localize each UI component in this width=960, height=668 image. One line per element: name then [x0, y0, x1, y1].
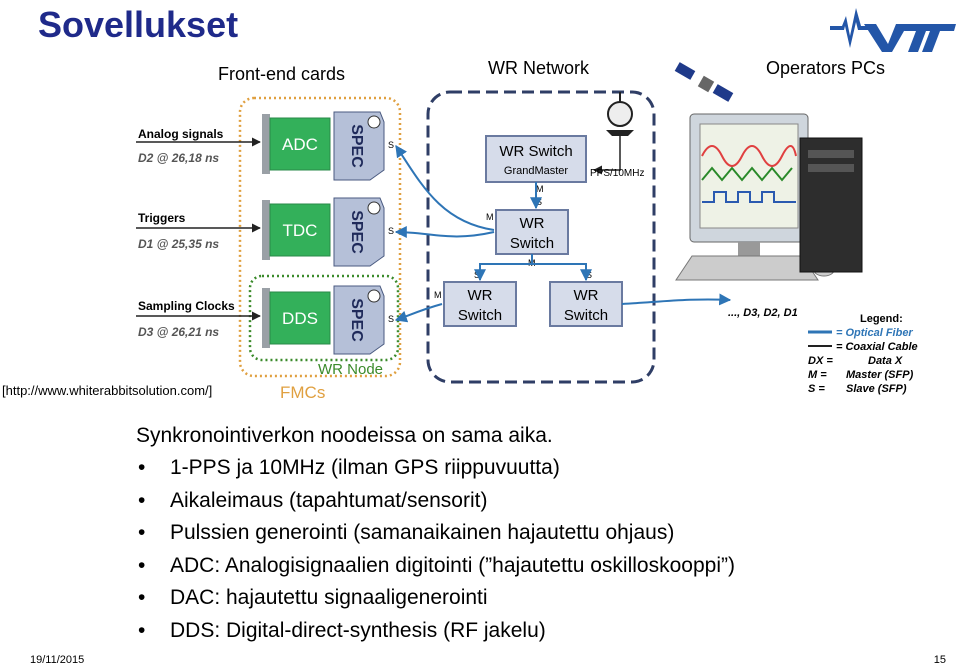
spec-clock-icon-1: [367, 115, 381, 129]
spec-carrier-3: [333, 285, 385, 355]
satellite-icon: [674, 62, 734, 102]
legend-fiber: = Optical Fiber: [836, 327, 913, 339]
front-end-title: Front-end cards: [218, 64, 345, 84]
pc-data-label: ..., D3, D2, D1: [728, 307, 798, 319]
wr-switch-left-label-2: Switch: [458, 307, 502, 324]
card-adc-label: ADC: [282, 135, 318, 154]
wr-switch-right-label-1: WR: [574, 287, 599, 304]
bullet-item: Aikaleimaus (tapahtumat/sensorit): [136, 485, 735, 518]
operators-title: Operators PCs: [766, 58, 885, 78]
signal-delay-analog: D2 @ 26,18 ns: [138, 151, 219, 165]
slide-caption: Synkronointiverkon noodeissa on sama aik…: [136, 424, 553, 447]
spec-clock-icon-2: [367, 201, 381, 215]
grandmaster-title: WR Switch: [499, 143, 572, 160]
signal-delay-clocks: D3 @ 26,21 ns: [138, 325, 219, 339]
card-connector-adc: [262, 114, 270, 174]
signal-delay-triggers: D1 @ 25,35 ns: [138, 237, 219, 251]
bullet-item: ADC: Analogisignaalien digitointi (”haja…: [136, 550, 735, 583]
wr-node-label: WR Node: [318, 361, 383, 378]
legend-s-val: Slave (SFP): [846, 383, 907, 395]
legend-title: Legend:: [860, 313, 903, 325]
card-dds: [269, 291, 331, 345]
card-connector-tdc: [262, 200, 270, 260]
source-url[interactable]: [http://www.whiterabbitsolution.com/]: [2, 383, 213, 398]
vtt-logo: [830, 8, 956, 52]
pps-line: [593, 136, 621, 175]
wr-switch-middle: [495, 209, 569, 255]
signal-label-clocks: Sampling Clocks: [138, 299, 235, 313]
legend-dx-val: Data X: [868, 355, 903, 367]
page-number: 15: [933, 654, 946, 666]
wr-switch-left-label-1: WR: [468, 287, 493, 304]
legend-dx: DX =: [808, 355, 833, 367]
card-tdc: [269, 203, 331, 257]
bullet-item: Pulssien generointi (samanaikainen hajau…: [136, 517, 735, 550]
operator-pc-icon: [675, 113, 863, 281]
grandmaster-switch: [485, 135, 587, 183]
bullet-list: 1-PPS ja 10MHz (ilman GPS riippuvuutta) …: [136, 452, 735, 647]
card-tdc-label: TDC: [283, 221, 318, 240]
port-m-mid-left: M: [486, 212, 494, 222]
wr-switch-right-label-2: Switch: [564, 307, 608, 324]
pps-label: PPS/10MHz: [590, 168, 644, 179]
fiber-mid-to-right: [532, 263, 592, 282]
signal-label-analog: Analog signals: [138, 127, 224, 141]
port-m-gm: M: [536, 184, 544, 194]
wr-switch-left: [443, 281, 517, 327]
spec-carrier-2: [333, 197, 385, 267]
fiber-left-to-spec3: [394, 303, 443, 323]
gps-antenna-icon: [606, 92, 634, 136]
legend-s: S =: [808, 383, 825, 395]
wr-switch-middle-label-1: WR: [520, 215, 545, 232]
fmc-group-border: [238, 96, 402, 378]
bullet-item: DAC: hajautettu signaaligenerointi: [136, 582, 735, 615]
bullet-item: 1-PPS ja 10MHz (ilman GPS riippuvuutta): [136, 452, 735, 485]
spec-port-s-1: S: [388, 140, 394, 150]
bullet-item: DDS: Digital-direct-synthesis (RF jakelu…: [136, 615, 735, 648]
fiber-mid-to-spec1: [395, 145, 495, 231]
slide-title: Sovellukset: [38, 4, 239, 45]
slide-date: 19/11/2015: [30, 654, 85, 666]
grandmaster-sub: GrandMaster: [504, 165, 569, 177]
wr-switch-middle-label-2: Switch: [510, 235, 554, 252]
spec-port-s-3: S: [388, 314, 394, 324]
fiber-right-to-pc: [621, 293, 732, 306]
wr-switch-right: [549, 281, 623, 327]
spec-port-s-2: S: [388, 226, 394, 236]
card-adc: [269, 117, 331, 171]
legend-coax: = Coaxial Cable: [836, 341, 918, 353]
card-connector-dds: [262, 288, 270, 348]
wr-network-title: WR Network: [488, 58, 590, 78]
port-m-left: M: [434, 290, 442, 300]
spec-carrier-1: [333, 111, 385, 181]
legend-m: M =: [808, 369, 827, 381]
spec-clock-icon-3: [367, 289, 381, 303]
fmcs-label: FMCs: [280, 383, 325, 402]
legend-m-val: Master (SFP): [846, 369, 914, 381]
spec-label-1: SPEC: [348, 124, 365, 168]
card-dds-label: DDS: [282, 309, 318, 328]
wr-node-border: [248, 274, 400, 362]
spec-label-3: SPEC: [348, 298, 365, 342]
wr-network-border: [426, 90, 656, 384]
spec-label-2: SPEC: [348, 210, 365, 254]
fiber-mid-to-left: [474, 254, 533, 282]
fiber-mid-to-spec2: [394, 226, 495, 239]
wr-network-diagram: Front-end cards WR Network Operators PCs…: [136, 58, 918, 402]
signal-label-triggers: Triggers: [138, 211, 186, 225]
